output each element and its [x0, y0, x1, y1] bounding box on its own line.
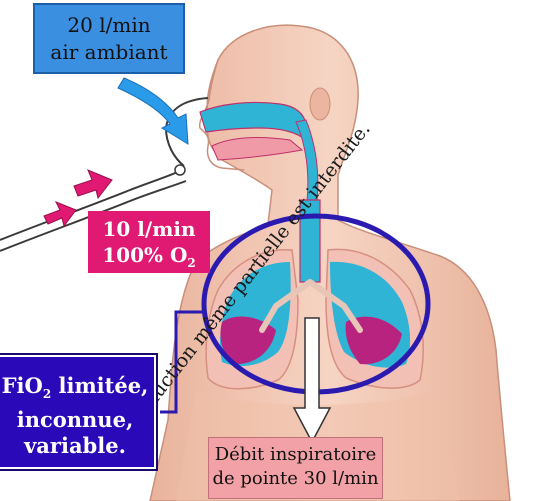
- inspiratory-flow-line-2: de pointe 30 l/min: [209, 467, 382, 491]
- fio2-line-1: FiO2 limitée,: [0, 373, 154, 407]
- inspiratory-flow-line-1: Débit inspiratoire: [209, 443, 382, 467]
- inspiratory-flow-label: Débit inspiratoire de pointe 30 l/min: [208, 437, 383, 499]
- air-flow-label: 20 l/min air ambiant: [33, 3, 185, 74]
- fio2-line-2: inconnue,: [0, 407, 154, 433]
- ear: [310, 88, 330, 120]
- oxygen-concentration: 100% O2: [88, 242, 210, 276]
- fio2-line-3: variable.: [0, 433, 154, 459]
- air-flow-rate: 20 l/min: [35, 12, 183, 39]
- air-flow-source: air ambiant: [35, 39, 183, 66]
- air-inflow-arrow: [118, 78, 188, 144]
- oxygen-flow-label: 10 l/min 100% O2: [88, 211, 210, 273]
- fio2-label: FiO2 limitée, inconnue, variable.: [0, 355, 156, 469]
- cannula-connector: [175, 165, 185, 175]
- oxygen-arrow-2: [74, 170, 112, 198]
- trachea: [300, 200, 320, 282]
- oxygen-flow-rate: 10 l/min: [88, 216, 210, 242]
